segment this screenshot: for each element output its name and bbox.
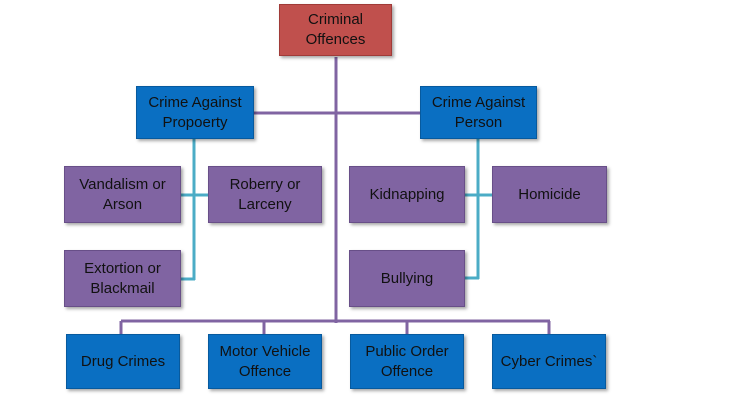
bottom-node-cyber-crimes: Cyber Crimes` (492, 334, 606, 389)
bottom-node-drug-crimes: Drug Crimes (66, 334, 180, 389)
bottom-node-label: Cyber Crimes` (500, 352, 598, 370)
subcategory-node-label: Kidnapping (369, 185, 445, 203)
subcategory-node-label: Bullying (380, 269, 434, 287)
subcategory-node-homicide: Homicide (492, 166, 607, 223)
subcategory-node-label: Homicide (518, 185, 581, 203)
subcategory-node-bullying: Bullying (349, 250, 465, 307)
subcategory-node-kidnapping: Kidnapping (349, 166, 465, 223)
bottom-node-label: Drug Crimes (80, 352, 166, 370)
